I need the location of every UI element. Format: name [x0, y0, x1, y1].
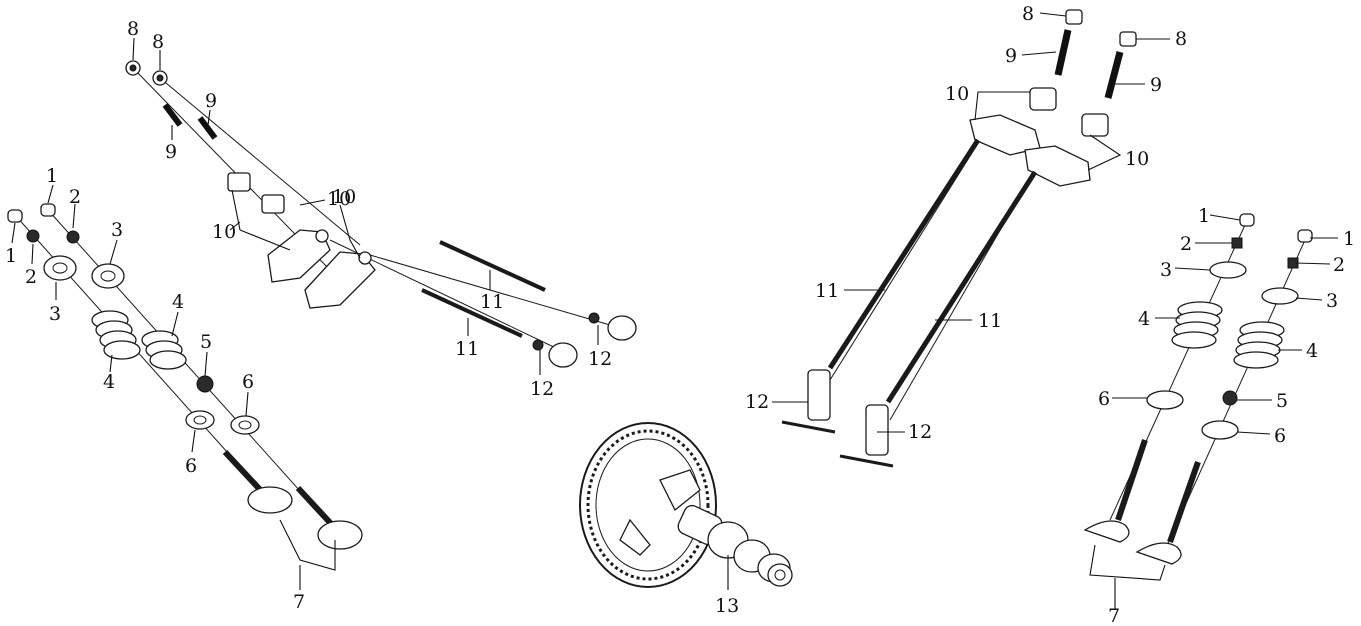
left-spring-b: [141, 330, 187, 370]
camshaft-gear-assembly: [579, 422, 793, 590]
right-leaders: [772, 12, 1338, 610]
right-spring-a: [1171, 301, 1223, 349]
callout-left-6a: 6: [242, 371, 254, 393]
callout-left-2b: 2: [25, 266, 37, 288]
callout-right-11b: 11: [978, 310, 1002, 332]
callout-left-10b: 10: [327, 188, 351, 210]
right-callouts: 8 8 9 9 10 10 11 11 12 12 1 1 2 2 3 3 4 …: [745, 3, 1355, 626]
callout-right-5: 5: [1276, 390, 1288, 412]
callout-right-9a: 9: [1005, 45, 1017, 67]
callout-right-2a: 2: [1180, 233, 1192, 255]
callout-left-8a: 8: [127, 18, 139, 40]
callout-right-10b: 10: [1125, 148, 1149, 170]
callout-left-5: 5: [200, 331, 212, 353]
callout-left-3a: 3: [111, 219, 123, 241]
callout-right-1a: 1: [1198, 205, 1210, 227]
callout-right-2b: 2: [1333, 254, 1345, 276]
callout-left-7: 7: [293, 591, 305, 613]
callout-left-10c: 10: [332, 186, 356, 208]
callout-right-3b: 3: [1326, 290, 1338, 312]
callout-right-4a: 4: [1138, 308, 1150, 330]
callout-right-8b: 8: [1175, 28, 1187, 50]
callout-center-13: 13: [715, 595, 739, 617]
callout-right-3a: 3: [1160, 259, 1172, 281]
callout-left-9a: 9: [205, 90, 217, 112]
callout-right-10a: 10: [945, 83, 969, 105]
callout-left-12a: 12: [530, 378, 554, 400]
center-callouts: 13: [715, 595, 739, 617]
callout-left-11b: 11: [455, 338, 479, 360]
right-spring-b: [1233, 321, 1285, 369]
callout-left-9b: 9: [165, 141, 177, 163]
callout-right-11a: 11: [815, 280, 839, 302]
left-callouts: 1 1 2 2 3 3 4 4 5 6 6 7 8 8 9 9 10 10 10…: [5, 18, 612, 613]
callout-left-1a: 1: [46, 165, 58, 187]
callout-right-12b: 12: [908, 421, 932, 443]
left-assembly: [7, 60, 637, 550]
left-leaders: [11, 37, 599, 590]
callout-right-4b: 4: [1306, 340, 1318, 362]
callout-right-6b: 6: [1274, 425, 1286, 447]
callout-left-4a: 4: [172, 291, 184, 313]
callout-left-2a: 2: [69, 186, 81, 208]
right-assembly: [781, 9, 1313, 565]
callout-left-4b: 4: [103, 371, 115, 393]
callout-left-6b: 6: [185, 455, 197, 477]
callout-left-3b: 3: [49, 303, 61, 325]
callout-right-12a: 12: [745, 391, 769, 413]
callout-right-6a: 6: [1098, 388, 1110, 410]
callout-left-11a: 11: [480, 291, 504, 313]
callout-right-1b: 1: [1343, 228, 1355, 250]
callout-left-1b: 1: [5, 245, 17, 267]
callout-right-7: 7: [1108, 605, 1120, 626]
callout-left-12b: 12: [588, 348, 612, 370]
callout-left-10a: 10: [212, 221, 236, 243]
callout-right-8a: 8: [1022, 3, 1034, 25]
callout-left-8b: 8: [152, 31, 164, 53]
left-spring-a: [91, 310, 141, 360]
callout-right-9b: 9: [1150, 74, 1162, 96]
